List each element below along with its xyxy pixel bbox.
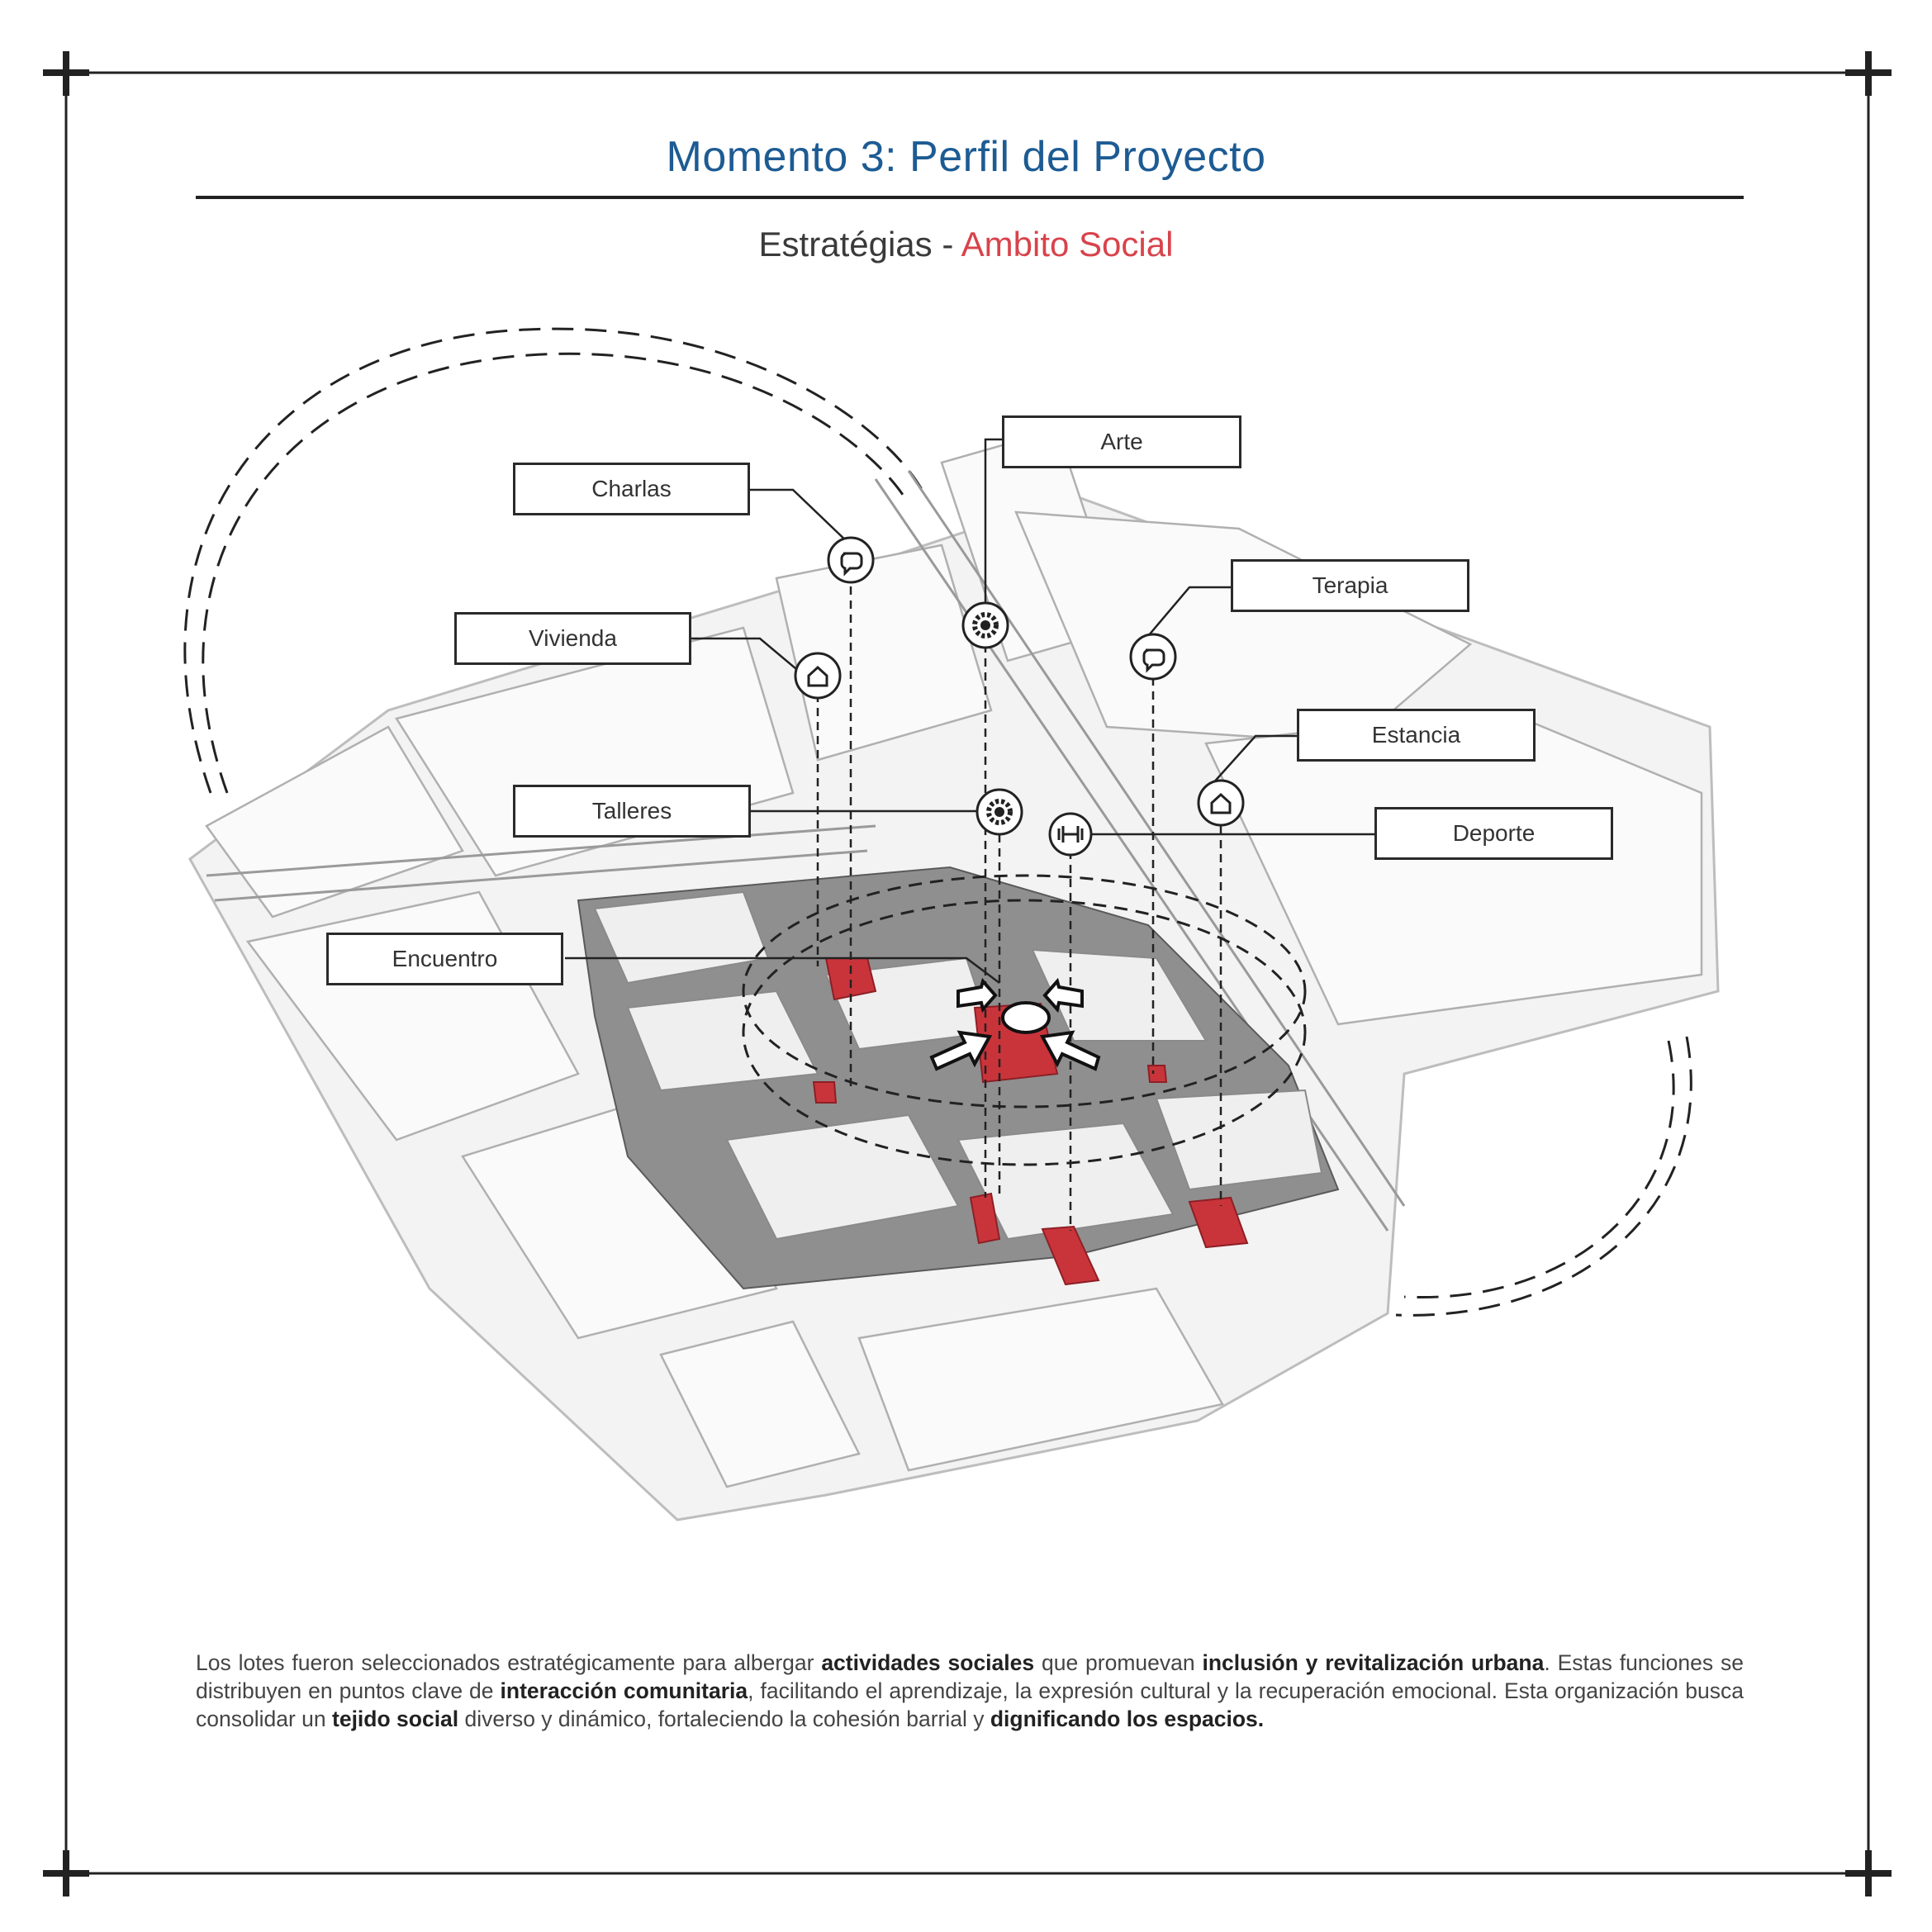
avenue bbox=[206, 470, 1406, 1232]
speech-bubble-icon bbox=[827, 536, 875, 584]
desc-bold-5: dignificando los espacios. bbox=[990, 1707, 1265, 1731]
outer-influence-circles bbox=[183, 327, 1692, 1317]
label-estancia: Estancia bbox=[1297, 709, 1536, 762]
label-talleres: Talleres bbox=[513, 785, 751, 838]
desc-text-3: . Estas funciones se distribuyen en punt… bbox=[196, 1650, 1744, 1703]
desc-text-1: Los lotes fueron seleccionados estratégi… bbox=[196, 1650, 822, 1675]
description-paragraph: Los lotes fueron seleccionados estratégi… bbox=[196, 1649, 1744, 1733]
desc-bold-2: inclusión y revitalización urbana bbox=[1202, 1650, 1545, 1675]
desc-bold-1: actividades sociales bbox=[821, 1650, 1035, 1675]
subtitle-accent: Ambito Social bbox=[961, 225, 1174, 263]
vertical-dashed-lines bbox=[816, 586, 1222, 1231]
page-title: Momento 3: Perfil del Proyecto bbox=[666, 133, 1266, 181]
desc-bold-4: tejido social bbox=[332, 1707, 459, 1731]
speech-bubble-icon bbox=[1129, 633, 1177, 681]
house-icon bbox=[794, 652, 842, 700]
label-vivienda: Vivienda bbox=[454, 612, 691, 665]
label-arte: Arte bbox=[1002, 415, 1241, 468]
title-divider bbox=[196, 196, 1744, 199]
inner-influence-circles bbox=[742, 874, 1307, 1166]
dumbbell-icon bbox=[1048, 812, 1093, 857]
label-encuentro: Encuentro bbox=[326, 933, 563, 985]
desc-bold-3: interacción comunitaria bbox=[500, 1678, 748, 1703]
leader-lines bbox=[565, 438, 1374, 984]
label-terapia: Terapia bbox=[1231, 559, 1469, 612]
gear-icon bbox=[961, 601, 1009, 649]
desc-text-4: , facilitando el aprendizaje, la expresi… bbox=[196, 1678, 1744, 1731]
meeting-circle-icon bbox=[929, 977, 1101, 1071]
gear-icon bbox=[975, 788, 1023, 836]
subtitle-prefix: Estratégias - bbox=[758, 225, 961, 263]
label-charlas: Charlas bbox=[513, 463, 750, 515]
desc-text-5: diverso y dinámico, fortaleciendo la coh… bbox=[458, 1707, 990, 1731]
page-subtitle: Estratégias - Ambito Social bbox=[0, 225, 1932, 264]
house-icon bbox=[1197, 779, 1245, 827]
desc-text-2: que promuevan bbox=[1034, 1650, 1203, 1675]
label-deporte: Deporte bbox=[1374, 807, 1613, 860]
